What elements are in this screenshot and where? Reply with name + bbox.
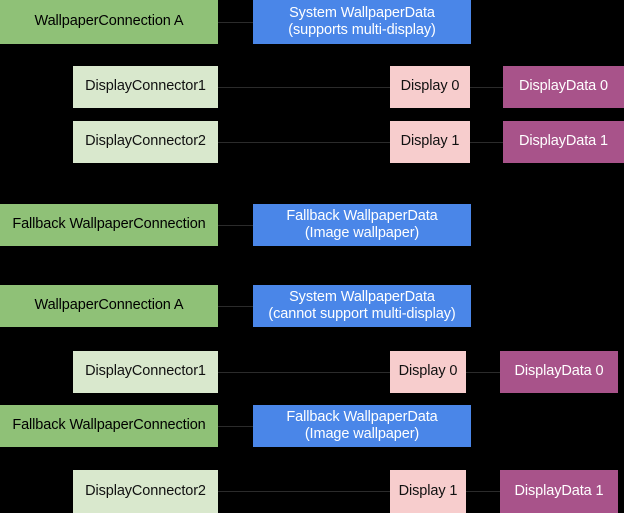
node-label: DisplayConnector1 (85, 78, 206, 95)
node-label: Fallback WallpaperConnection (12, 216, 206, 233)
node-display-0-bottom[interactable]: Display 0 (390, 351, 466, 393)
node-fallback-wallpaperdata-bottom[interactable]: Fallback WallpaperData (Image wallpaper) (253, 405, 471, 447)
node-wallpaper-connection-a-mid[interactable]: WallpaperConnection A (0, 285, 218, 327)
connector-line (218, 225, 253, 226)
node-label: System WallpaperData (cannot support mul… (268, 288, 456, 322)
node-label: DisplayConnector2 (85, 482, 206, 499)
node-fallback-wallpaperdata-mid[interactable]: Fallback WallpaperData (Image wallpaper) (253, 204, 471, 246)
node-label: DisplayConnector2 (85, 133, 206, 150)
connector-line (218, 491, 390, 492)
connector-line (466, 372, 500, 373)
node-display-data-1-bottom[interactable]: DisplayData 1 (500, 470, 618, 513)
node-label: DisplayData 0 (519, 78, 608, 95)
node-label: DisplayData 0 (514, 363, 604, 380)
node-display-connector-2-bottom[interactable]: DisplayConnector2 (73, 470, 218, 513)
node-label: DisplayData 1 (519, 133, 608, 150)
node-system-wallpaperdata-no-multi[interactable]: System WallpaperData (cannot support mul… (253, 285, 471, 327)
node-label: Display 0 (400, 78, 460, 95)
node-display-0-top[interactable]: Display 0 (390, 66, 470, 108)
node-label: Display 1 (398, 482, 458, 499)
node-display-1-top[interactable]: Display 1 (390, 121, 470, 163)
node-label: System WallpaperData (supports multi-dis… (288, 4, 436, 38)
node-display-1-bottom[interactable]: Display 1 (390, 470, 466, 513)
node-label: DisplayData 1 (514, 482, 604, 499)
connector-line (470, 87, 503, 88)
connector-line (218, 426, 253, 427)
connector-line (218, 22, 253, 23)
connector-line (466, 491, 500, 492)
node-display-connector-1-top[interactable]: DisplayConnector1 (73, 66, 218, 108)
node-display-data-0-bottom[interactable]: DisplayData 0 (500, 351, 618, 393)
node-display-data-0-top[interactable]: DisplayData 0 (503, 66, 624, 108)
node-label: WallpaperConnection A (34, 297, 184, 314)
node-fallback-wallpaper-connection-mid[interactable]: Fallback WallpaperConnection (0, 204, 218, 246)
node-label: DisplayConnector1 (85, 363, 206, 380)
node-fallback-wallpaper-connection-bottom[interactable]: Fallback WallpaperConnection (0, 405, 218, 447)
connector-line (218, 142, 390, 143)
connector-line (218, 306, 253, 307)
connector-line (218, 87, 390, 88)
node-system-wallpaperdata-multi[interactable]: System WallpaperData (supports multi-dis… (253, 0, 471, 44)
node-label: WallpaperConnection A (34, 13, 184, 30)
node-label: Fallback WallpaperData (Image wallpaper) (286, 408, 438, 442)
node-display-connector-2-top[interactable]: DisplayConnector2 (73, 121, 218, 163)
node-label: Fallback WallpaperConnection (12, 417, 206, 434)
node-label: Display 1 (400, 133, 460, 150)
connector-line (218, 372, 390, 373)
node-label: Display 0 (398, 363, 458, 380)
node-display-connector-1-bottom[interactable]: DisplayConnector1 (73, 351, 218, 393)
node-wallpaper-connection-a-top[interactable]: WallpaperConnection A (0, 0, 218, 44)
connector-line (470, 142, 503, 143)
node-display-data-1-top[interactable]: DisplayData 1 (503, 121, 624, 163)
node-label: Fallback WallpaperData (Image wallpaper) (286, 207, 438, 241)
